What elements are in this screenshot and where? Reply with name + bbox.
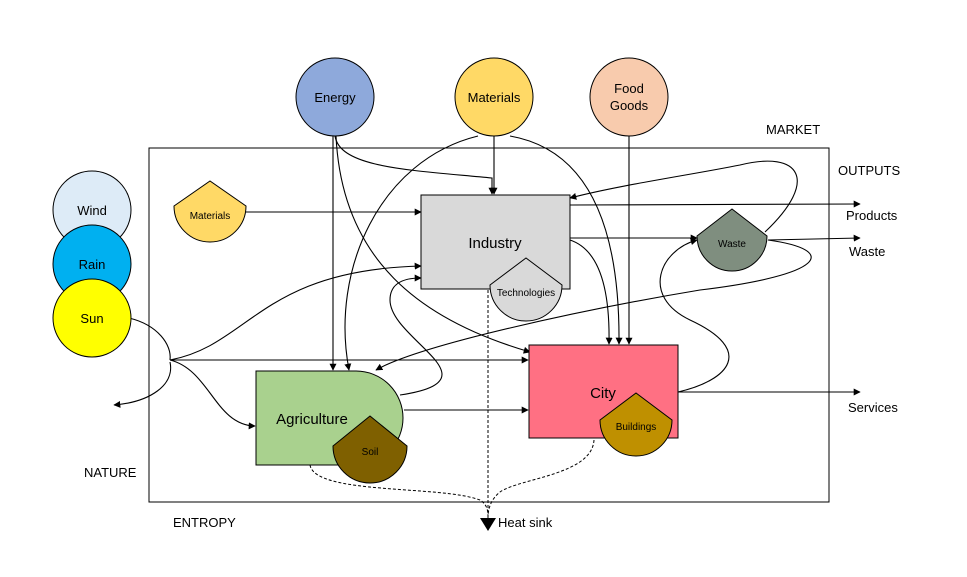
technologies-label: Technologies [497,288,555,299]
entropy-label: ENTROPY [173,515,236,530]
heat-flow-agriculture [309,464,489,519]
materials-node-label: Materials [190,211,231,222]
food-goods-label-line2: Goods [610,98,649,113]
products-output-label: Products [846,208,898,223]
flow-waste-output [767,234,861,242]
agriculture-node: Agriculture Soil [255,370,408,484]
flow-industry-city [569,239,613,345]
heat-flow-city [487,439,595,519]
soil-shape [332,415,408,484]
flow-agriculture-industry [389,274,443,396]
energy-label: Energy [314,90,356,105]
materials-circle [454,57,534,137]
buildings-label: Buildings [616,422,657,433]
flow-sun-entry [128,317,171,361]
technologies-shape [489,257,563,322]
flow-waste-industry-loop [569,160,798,233]
rain-input: Rain [52,224,132,304]
flow-city-waste [659,238,730,393]
buildings-shape [599,392,673,457]
flow-industry-products [569,200,861,208]
flow-energy-industry [334,135,496,195]
materials-input: Materials [454,57,534,137]
food-goods-input: Food Goods [589,57,669,137]
waste-node-label: Waste [718,239,746,250]
city-label: City [590,385,616,402]
waste-output-label: Waste [849,244,885,259]
nature-label: NATURE [84,465,137,480]
heat-sink-arrow [480,518,496,531]
food-goods-label-line1: Food [614,81,644,96]
materials-label: Materials [468,90,521,105]
waste-node: Waste [696,208,768,272]
flow-waste-city [375,239,812,371]
materials-node-shape [173,180,247,243]
energy-input: Energy [295,57,375,137]
heat-sink-label: Heat sink [498,515,553,530]
rain-label: Rain [79,257,106,272]
flow-materials-city [509,135,623,345]
energy-circle [295,57,375,137]
wind-label: Wind [77,203,107,218]
flow-materials-agriculture [344,135,479,371]
outputs-label: OUTPUTS [838,163,900,178]
industry-label: Industry [468,235,522,252]
services-output-label: Services [848,400,898,415]
system-boundary [148,147,830,503]
market-label: MARKET [766,122,820,137]
sun-label: Sun [80,311,103,326]
flow-sun-industry [169,262,422,361]
soil-label: Soil [362,447,379,458]
city-node: City Buildings [528,344,679,457]
sun-input: Sun [52,278,132,358]
wind-input: Wind [52,170,132,250]
materials-node: Materials [173,180,247,243]
waste-node-shape [696,208,768,272]
food-goods-circle [589,57,669,137]
flow-sun-nature [113,361,172,408]
flow-sun-agriculture [169,359,256,430]
sun-circle [52,278,132,358]
agriculture-label: Agriculture [276,411,348,428]
flows [113,135,861,531]
industry-node: Industry Technologies [420,194,571,322]
